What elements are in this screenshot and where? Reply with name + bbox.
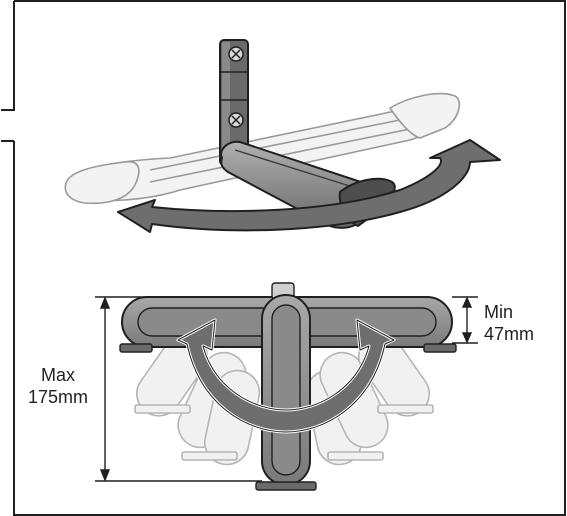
- rotation-arrow-icon: [117, 139, 501, 233]
- vertical-arm: [255, 294, 317, 491]
- rotation-arrow-icon: [176, 318, 396, 434]
- screw-icon: [228, 112, 244, 128]
- max-dimension-line: [95, 296, 262, 482]
- ghost-arm-bar: [64, 92, 461, 205]
- min-label: Min: [484, 302, 513, 322]
- wall-bracket-icon: [219, 39, 249, 166]
- min-value: 47mm: [484, 324, 534, 344]
- max-value: 175mm: [28, 387, 88, 407]
- screw-icon: [228, 46, 244, 62]
- min-dimension-line: [452, 296, 478, 344]
- max-label: Max: [41, 365, 75, 385]
- ghost-positions: [134, 333, 434, 466]
